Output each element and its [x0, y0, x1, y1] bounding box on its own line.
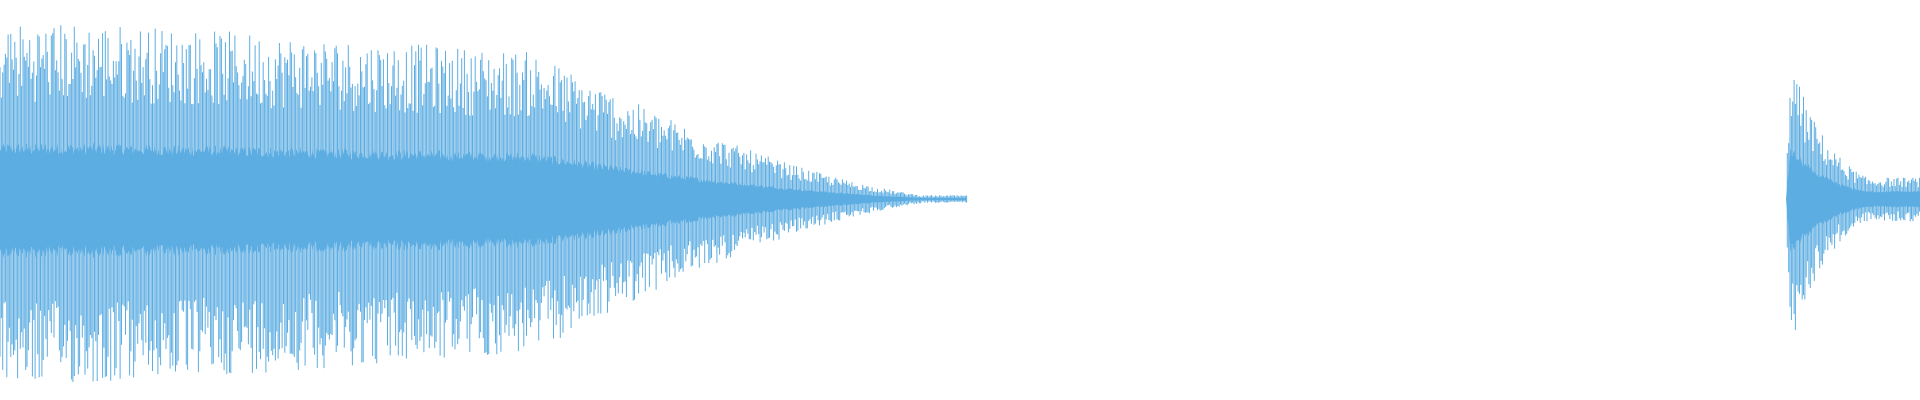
waveform-peaks	[0, 25, 968, 382]
waveform-clip-2	[1786, 80, 1920, 330]
waveform-peaks	[1786, 80, 1920, 330]
waveform-clip-1	[0, 25, 968, 382]
